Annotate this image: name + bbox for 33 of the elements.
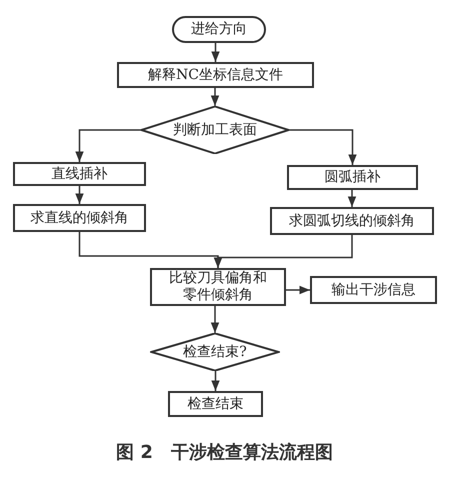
arrow <box>286 286 310 294</box>
arrow <box>348 190 356 207</box>
process-box <box>13 204 146 232</box>
process-box <box>310 276 437 304</box>
figure-caption: 图 2 干涉检查算法流程图 <box>115 441 334 464</box>
decision-diamond <box>150 333 280 371</box>
arrow <box>214 235 353 268</box>
process-box <box>287 165 418 190</box>
arrow <box>210 306 220 333</box>
arrow <box>211 43 220 62</box>
process-box <box>150 268 286 306</box>
node-label: 直线插补 <box>52 166 108 182</box>
node-label: 比较刀具偏角和零件倾斜角 <box>169 270 267 304</box>
node-label: 检查结束? <box>183 344 247 360</box>
arrow <box>290 129 357 165</box>
node-label: 检查结束 <box>188 396 244 412</box>
process-box <box>117 62 314 88</box>
node-label: 求圆弧切线的倾斜角 <box>289 212 415 230</box>
process-box <box>13 162 146 186</box>
end-box <box>168 391 263 417</box>
node-label: 输出干涉信息 <box>332 282 416 298</box>
decision-diamond <box>140 106 290 154</box>
arrow <box>211 371 220 391</box>
node-label: 进给方向 <box>191 21 247 38</box>
node-label: 圆弧插补 <box>324 169 380 186</box>
node-label: 判断加工表面 <box>173 122 257 138</box>
arrow <box>75 129 140 162</box>
arrow <box>210 88 220 106</box>
process-box <box>270 207 434 235</box>
start-terminal <box>172 16 266 43</box>
node-label: 解释NC坐标信息文件 <box>148 66 283 84</box>
arrow <box>75 186 84 204</box>
node-label: 求直线的倾斜角 <box>30 210 128 226</box>
